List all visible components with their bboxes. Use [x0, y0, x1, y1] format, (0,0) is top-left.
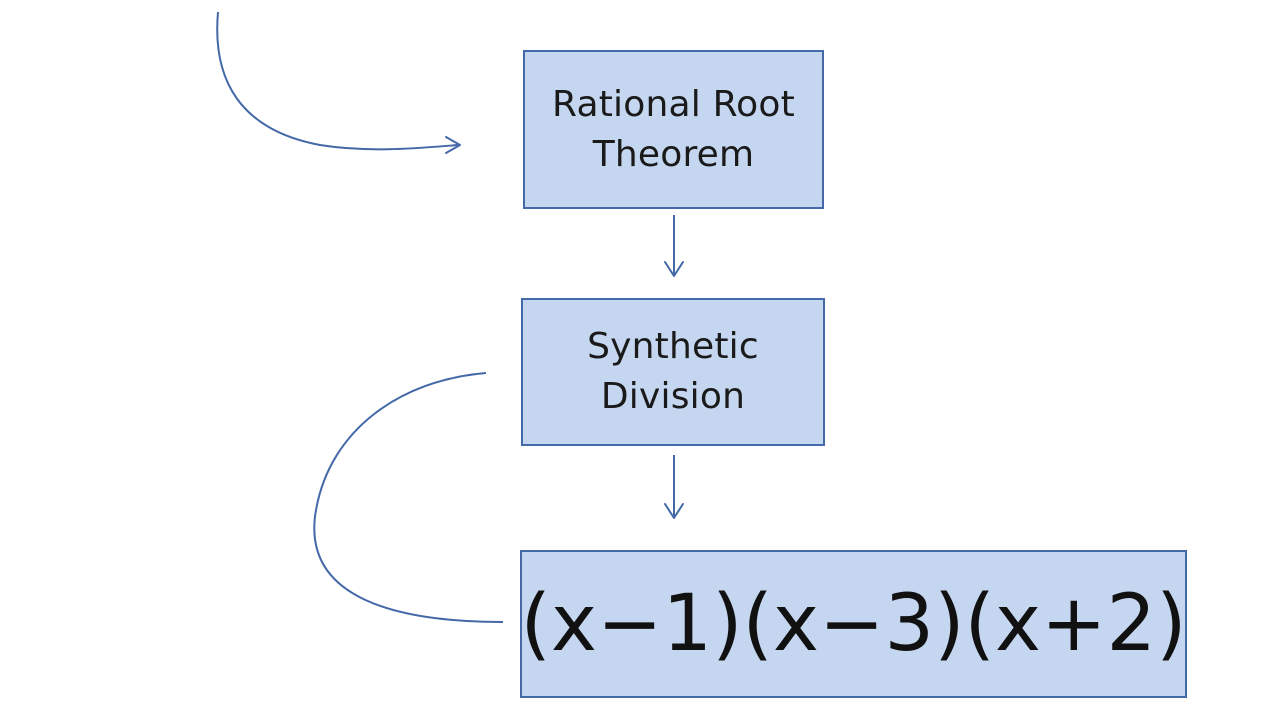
node-synthetic-line2: Division: [600, 376, 746, 417]
factored-form-expression: (x−1)(x−3)(x+2): [520, 579, 1187, 669]
node-rational-root-theorem: Rational Root Theorem: [523, 50, 824, 209]
node-rational-root-line2: Theorem: [592, 133, 755, 175]
node-synthetic-division: Synthetic Division: [521, 298, 825, 446]
arrowhead-synthetic-to-result: [664, 503, 684, 519]
node-rational-root-line1: Rational Root: [552, 83, 795, 125]
curved-arrow-into-rational-root: [216, 11, 459, 151]
curved-line-synthetic-to-result: [313, 372, 504, 623]
node-factored-form: (x−1)(x−3)(x+2): [520, 550, 1187, 698]
arrowhead-rational-to-synthetic: [664, 261, 684, 277]
node-synthetic-line1: Synthetic: [587, 326, 759, 367]
arrowhead-into-rational-root: [445, 136, 461, 154]
